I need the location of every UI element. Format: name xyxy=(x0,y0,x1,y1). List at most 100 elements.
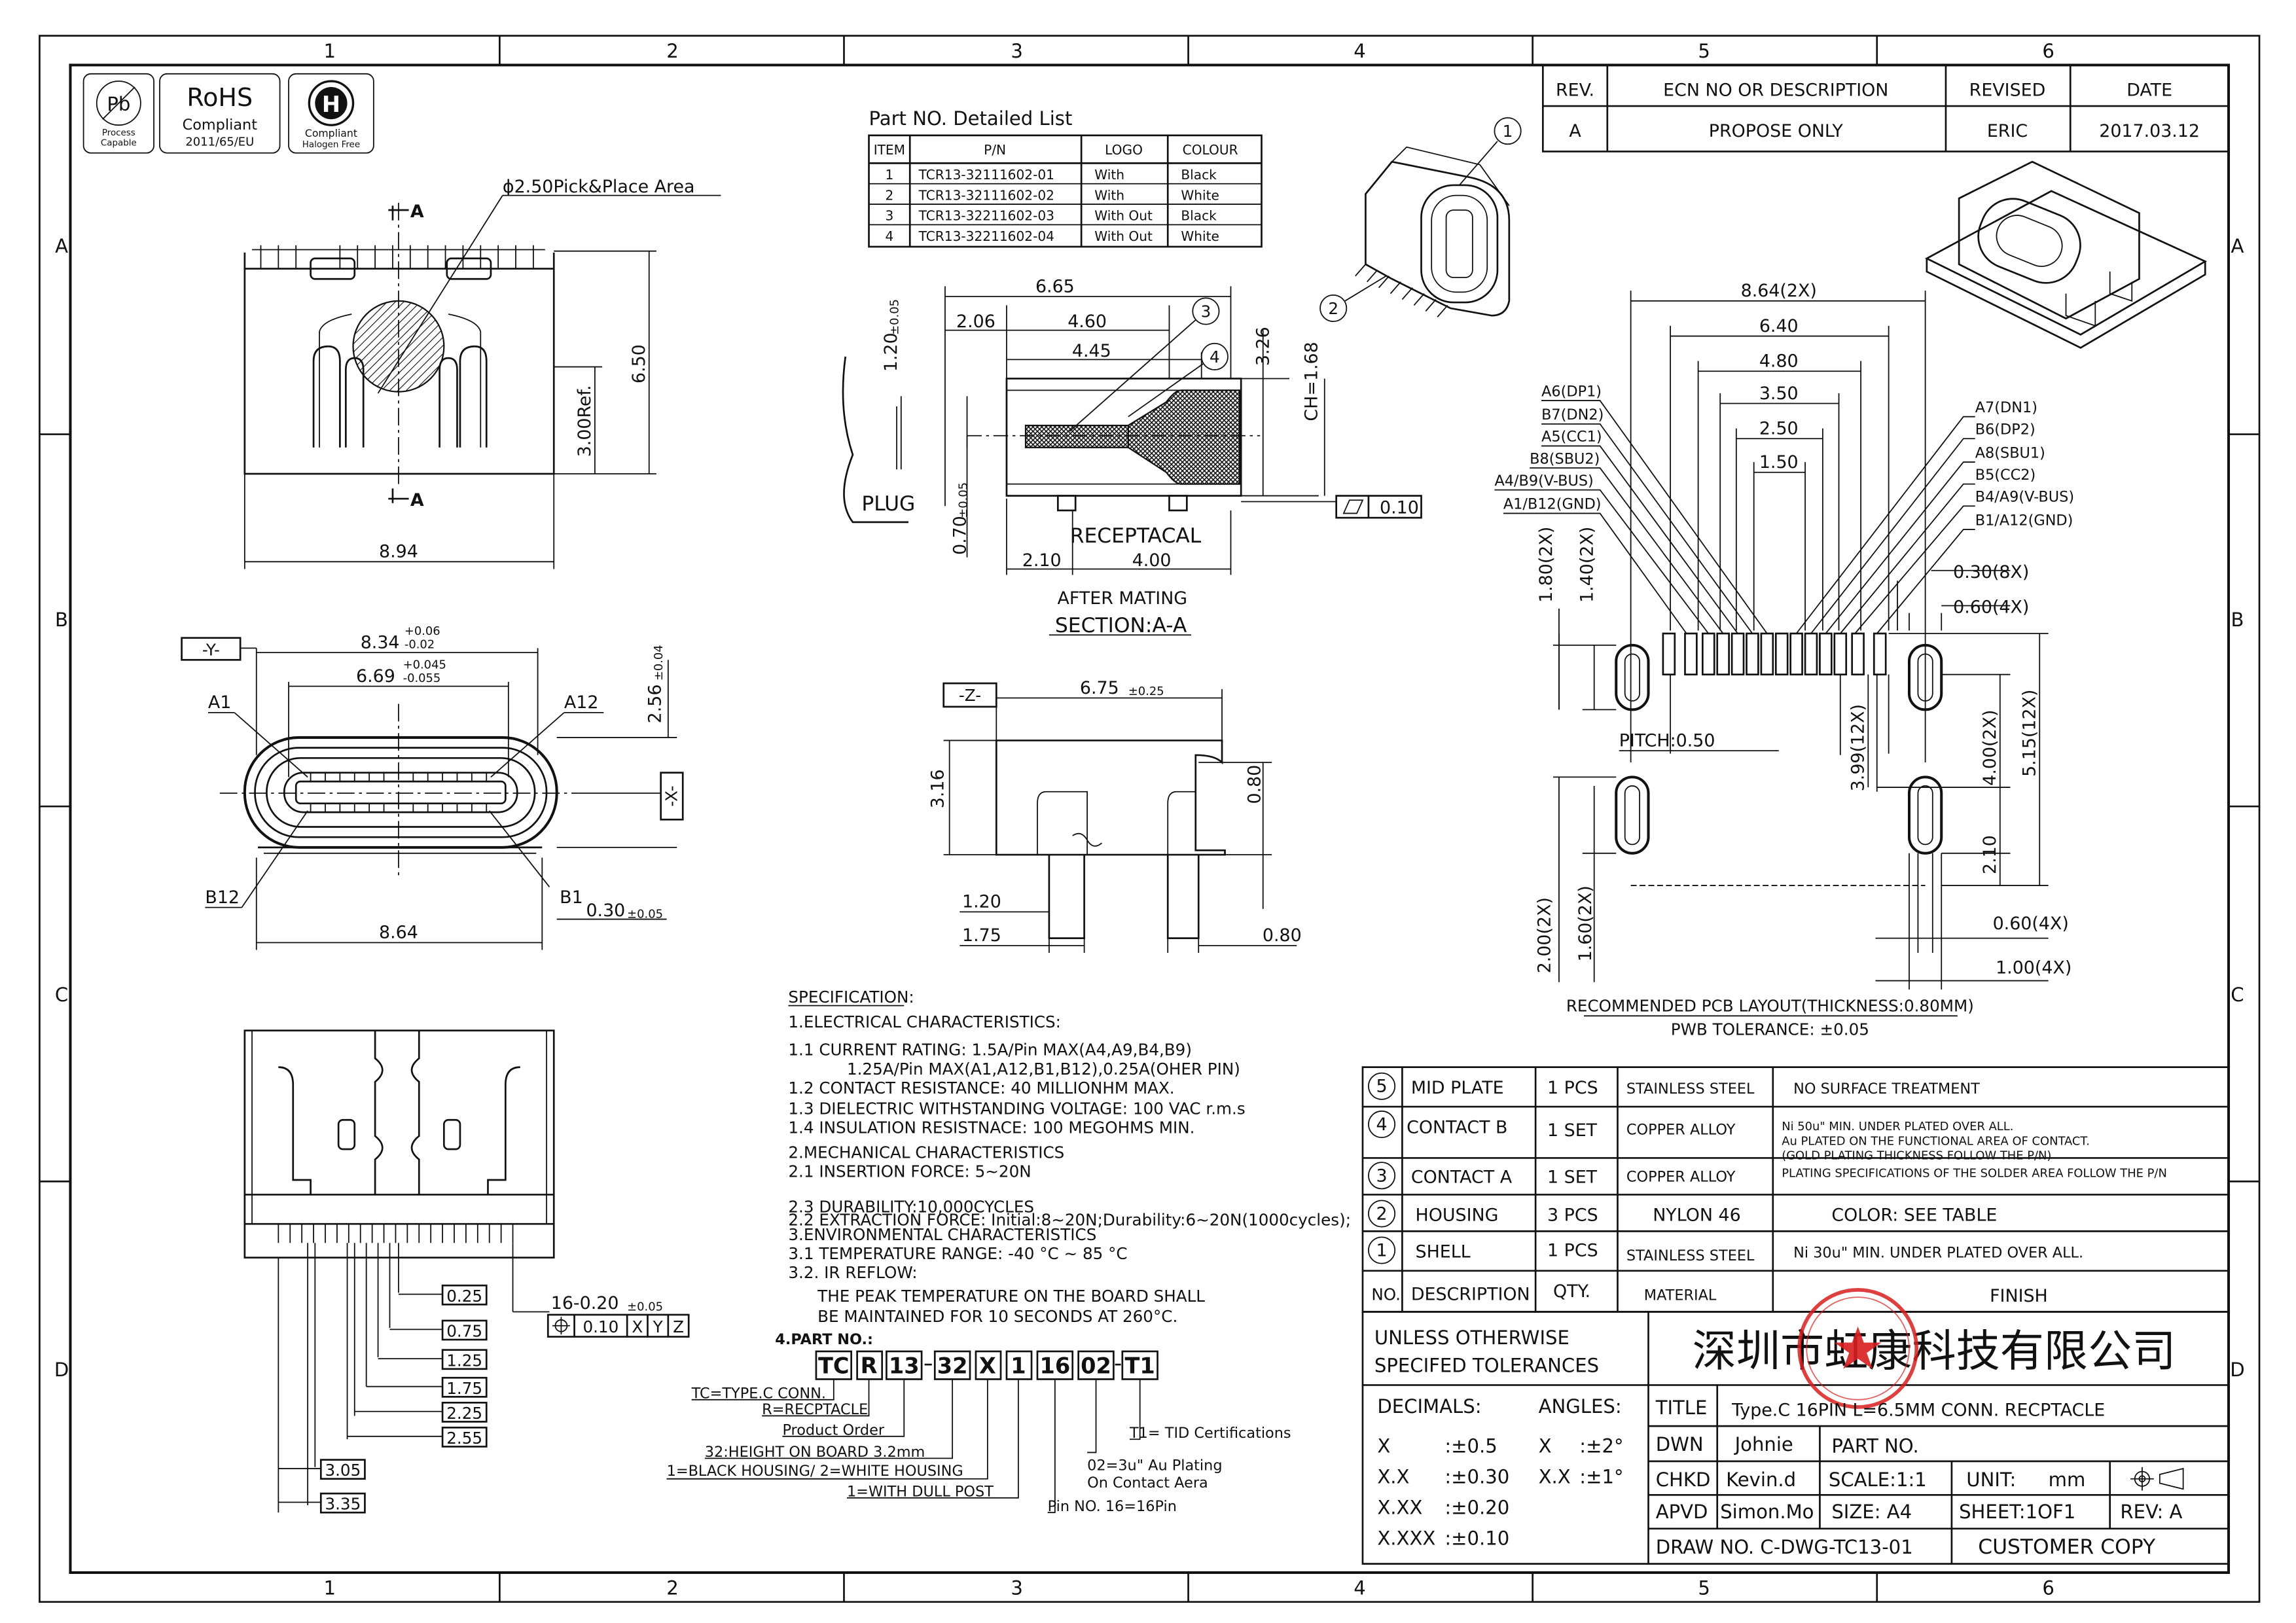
row-label: D xyxy=(2230,1359,2244,1381)
bom-material: COPPER ALLOY xyxy=(1626,1168,1736,1185)
hf-logo-sub: Compliant xyxy=(305,127,357,139)
feature-control-frame: 0.10 X Y Z xyxy=(547,1313,690,1338)
bom-header-material: MATERIAL xyxy=(1644,1287,1717,1304)
bom-finish: Au PLATED ON THE FUNCTIONAL AREA OF CONT… xyxy=(1782,1134,2090,1148)
spec-line: 2.1 INSERTION FORCE: 5~20N xyxy=(788,1162,1031,1181)
pcb-dim-399: 3.99(12X) xyxy=(1848,704,1869,791)
spec-line: 3.ENVIRONMENTAL CHARACTERISTICS xyxy=(788,1225,1096,1244)
company-seal-stamp xyxy=(1797,1288,1918,1409)
col-label: 1 xyxy=(323,1577,336,1599)
receptacal-label: RECEPTACAL xyxy=(1070,524,1202,548)
pcb-dim-864: 8.64(2X) xyxy=(1741,281,1817,301)
bom-qty: 1 SET xyxy=(1547,1120,1598,1141)
pcb-dim-640: 6.40 xyxy=(1759,316,1799,336)
bom-material: COPPER ALLOY xyxy=(1626,1122,1736,1139)
parts-cell: With Out xyxy=(1094,208,1153,224)
pcb-signal-label: A1/B12(GND) xyxy=(1503,496,1602,513)
pcb-dim-210: 2.10 xyxy=(1980,835,2000,874)
bom-qty: 1 PCS xyxy=(1547,1240,1598,1260)
tol-value: :±0.30 xyxy=(1444,1465,1509,1488)
part-legend: Pin NO. 16=16Pin xyxy=(1048,1498,1177,1515)
bom-table: 5 MID PLATE 1 PCS STAINLESS STEEL NO SUR… xyxy=(1361,1066,2230,1313)
tol-key: X.X xyxy=(1377,1465,1409,1488)
pcb-signal-label: A6(DP1) xyxy=(1541,383,1602,400)
col-label: 2 xyxy=(666,40,679,62)
label-a1: A1 xyxy=(208,692,231,713)
pcb-dim-480: 4.80 xyxy=(1759,351,1799,372)
projection-symbol-icon xyxy=(2130,1467,2184,1491)
dim-669: 6.69 xyxy=(356,666,395,687)
dim-326: 3.26 xyxy=(1253,327,1274,366)
dim-460: 4.60 xyxy=(1067,312,1107,332)
dim-box: 1.25 xyxy=(446,1351,482,1370)
ecn-header: ECN NO OR DESCRIPTION xyxy=(1663,80,1888,100)
col-label: 4 xyxy=(1354,40,1366,62)
parts-cell: TCR13-32211602-03 xyxy=(918,208,1054,224)
dim-box: 2.55 xyxy=(446,1429,482,1448)
pcb-dim-200: 2.00(2X) xyxy=(1535,897,1555,973)
unit-value: mm xyxy=(2049,1469,2086,1491)
pcb-dim-250: 2.50 xyxy=(1759,419,1799,439)
compliance-logos: Pb Process Capable RoHS Compliant 2011/6… xyxy=(82,73,374,154)
bom-desc: CONTACT A xyxy=(1411,1168,1513,1188)
col-label: 5 xyxy=(1698,1577,1710,1599)
fcf-datum-x: X xyxy=(632,1317,643,1336)
top-view: A A ϕ2.50Pick&Place Area 6.50 3.00Ref. 8… xyxy=(243,177,721,569)
pb-logo-sub: Capable xyxy=(101,139,137,149)
parts-cell: TCR13-32111602-01 xyxy=(918,167,1054,183)
bom-desc: MID PLATE xyxy=(1411,1078,1504,1098)
row-label: C xyxy=(55,984,68,1006)
parts-cell: TCR13-32211602-04 xyxy=(918,228,1054,244)
after-mating-label: AFTER MATING xyxy=(1058,588,1188,609)
parts-cell: Black xyxy=(1181,208,1217,224)
apvd-label: APVD xyxy=(1656,1501,1708,1523)
bom-desc: HOUSING xyxy=(1416,1205,1499,1226)
rev-value-tb: REV: A xyxy=(2120,1501,2182,1523)
title-block: UNLESS OTHERWISE SPECIFED TOLERANCES 深圳市… xyxy=(1361,1288,2230,1565)
rohs-logo-sub: Compliant xyxy=(183,116,258,134)
dim-box: 3.05 xyxy=(325,1461,361,1480)
pcb-signal-label: B4/A9(V-BUS) xyxy=(1975,489,2074,506)
col-label: 5 xyxy=(1698,40,1710,62)
spec-line: 2.2 EXTRACTION FORCE: Initial:8~20N;Dura… xyxy=(788,1210,1351,1229)
pcb-signal-label: A8(SBU1) xyxy=(1975,444,2045,461)
hf-logo-letter: H xyxy=(322,92,340,117)
spec-line: 3.1 TEMPERATURE RANGE: -40 °C ~ 85 °C xyxy=(788,1244,1127,1263)
col-label: 3 xyxy=(1011,40,1023,62)
chkd-value: Kevin.d xyxy=(1726,1469,1796,1491)
spec-line: 1.ELECTRICAL CHARACTERISTICS: xyxy=(788,1012,1061,1031)
isometric-view: 1 2 xyxy=(1319,117,1522,323)
dim-210-sec: 2.10 xyxy=(1022,550,1062,571)
pcb-pads xyxy=(1615,632,1943,855)
fcf-datum-y: Y xyxy=(653,1317,664,1336)
bottom-view: 0.25 0.75 1.25 1.75 2.25 2.55 3.05 3.35 … xyxy=(243,1029,690,1514)
bom-header-desc: DESCRIPTION xyxy=(1411,1285,1530,1305)
fcf-datum-z: Z xyxy=(673,1317,684,1336)
dim-669-tol-up: +0.045 xyxy=(403,658,446,672)
small-3d-view xyxy=(1924,160,2208,349)
balloon-1: 1 xyxy=(1503,122,1513,141)
bom-item-no: 1 xyxy=(1376,1240,1388,1260)
parts-cell: With xyxy=(1094,167,1124,183)
ang-value: :±2° xyxy=(1579,1435,1623,1457)
part-code-box: 1 xyxy=(1011,1353,1026,1379)
bom-finish: PLATING SPECIFICATIONS OF THE SOLDER ARE… xyxy=(1782,1167,2167,1181)
col-label: 6 xyxy=(2042,1577,2054,1599)
specification-block: SPECIFICATION: 1.ELECTRICAL CHARACTERIST… xyxy=(788,988,1351,1326)
bom-item-no: 5 xyxy=(1376,1077,1388,1097)
sheet-value: SHEET:1OF1 xyxy=(1959,1501,2075,1523)
rohs-logo-sub: 2011/65/EU xyxy=(185,135,254,149)
spec-title: SPECIFICATION: xyxy=(788,988,914,1007)
specified-tolerances: SPECIFED TOLERANCES xyxy=(1374,1354,1599,1376)
pcb-dim-515: 5.15(12X) xyxy=(2020,690,2040,777)
parts-cell: 4 xyxy=(885,228,893,244)
pcb-signal-label: A7(DN1) xyxy=(1975,399,2037,416)
rev-header: REV. xyxy=(1556,80,1594,100)
spec-line: 1.4 INSULATION RESISTNACE: 100 MEGOHMS M… xyxy=(788,1118,1194,1137)
dim-669-tol-dn: -0.055 xyxy=(403,671,441,685)
row-label: A xyxy=(2231,235,2244,257)
dim-box: 3.35 xyxy=(325,1495,361,1514)
spec-line: 3.2. IR REFLOW: xyxy=(788,1263,917,1282)
parts-cell: White xyxy=(1181,187,1219,203)
